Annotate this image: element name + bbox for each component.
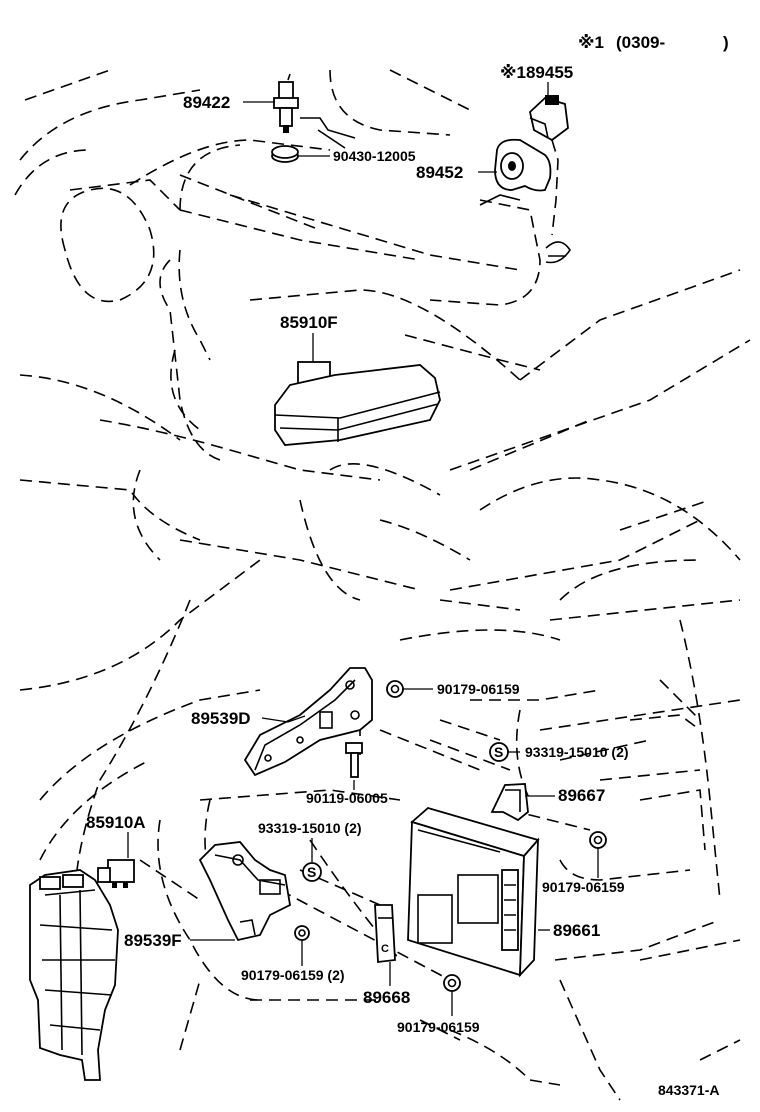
bracket-89668[interactable]: C: [374, 904, 396, 964]
part-label-93319-15010-b[interactable]: 93319-15010 (2): [258, 820, 362, 836]
bracket-89667[interactable]: [490, 783, 529, 822]
figure-code: 843371-A: [658, 1082, 720, 1098]
leader-lines: [127, 82, 599, 1016]
water-temp-sensor-89422[interactable]: [273, 73, 299, 133]
throttle-position-sensor-89452[interactable]: [494, 138, 552, 192]
note-close: ): [723, 33, 729, 52]
s-marker-icon: S: [307, 864, 316, 880]
bracket-89539F[interactable]: [198, 841, 291, 942]
bolt-90119-06005[interactable]: [345, 742, 363, 778]
bracket-89539D[interactable]: [243, 667, 373, 777]
junction-block: [29, 869, 119, 1081]
part-label-189455[interactable]: ※189455: [500, 63, 573, 82]
part-label-89539F[interactable]: 89539F: [124, 931, 182, 950]
nut-90179-06159-c[interactable]: [294, 925, 310, 941]
part-label-89661[interactable]: 89661: [553, 921, 600, 940]
part-label-90179-06159-d[interactable]: 90179-06159: [397, 1019, 480, 1035]
relay-85910A[interactable]: [97, 859, 135, 888]
part-label-89667[interactable]: 89667: [558, 786, 605, 805]
part-label-85910A[interactable]: 85910A: [86, 813, 146, 832]
ecu-89661[interactable]: [407, 806, 540, 978]
part-label-90179-06159-b[interactable]: 90179-06159: [542, 879, 625, 895]
nut-90179-06159-a[interactable]: [386, 680, 404, 698]
part-label-90119-06005[interactable]: 90119-06005: [306, 790, 388, 806]
note-range: (0309-: [616, 33, 665, 52]
part-label-89539D[interactable]: 89539D: [191, 709, 251, 728]
part-label-93319-15010-a[interactable]: 93319-15010 (2): [525, 744, 629, 760]
nut-90179-06159-d[interactable]: [443, 974, 461, 992]
part-label-89422[interactable]: 89422: [183, 93, 230, 112]
gasket-90430-12005[interactable]: [271, 145, 299, 163]
part-label-90430-12005[interactable]: 90430-12005: [333, 148, 416, 164]
s-marker-icon: S: [494, 744, 503, 760]
c-marker-icon: C: [381, 943, 389, 955]
screw-93319-15010-b[interactable]: S: [302, 862, 322, 882]
part-label-89452[interactable]: 89452: [416, 163, 463, 182]
engine-bay-outline: [14, 69, 751, 601]
map-sensor-189455[interactable]: [529, 95, 569, 142]
part-label-89668[interactable]: 89668: [363, 988, 410, 1007]
note-mark: ※1: [578, 33, 604, 52]
part-label-90179-06159-c[interactable]: 90179-06159 (2): [241, 967, 345, 983]
relay-block: [274, 364, 441, 446]
nut-90179-06159-b[interactable]: [589, 831, 607, 849]
part-label-90179-06159-a[interactable]: 90179-06159: [437, 681, 520, 697]
part-label-85910F[interactable]: 85910F: [280, 313, 338, 332]
labels: ※1 (0309- ) ※189455 89422 90430-12005 89…: [86, 33, 729, 1098]
screw-93319-15010-a[interactable]: S: [489, 742, 509, 762]
